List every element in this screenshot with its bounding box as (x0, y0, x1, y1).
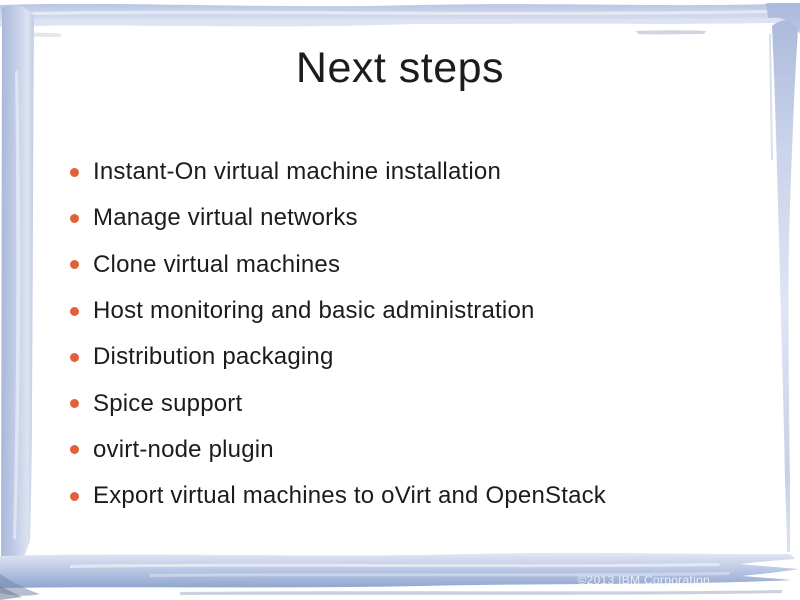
page-title: Next steps (295, 44, 505, 92)
list-item: Clone virtual machines (70, 242, 606, 288)
bullet-icon (70, 445, 79, 455)
bullet-text: Clone virtual machines (93, 250, 341, 278)
bullet-text: Manage virtual networks (93, 204, 358, 232)
list-item: Distribution packaging (70, 334, 606, 380)
bullet-icon (70, 491, 79, 501)
bullet-icon (70, 306, 79, 316)
bullet-icon (70, 260, 79, 270)
list-item: Host monitoring and basic administration (70, 288, 606, 334)
bullet-text: Host monitoring and basic administration (93, 297, 535, 325)
copyright-footer: ©2013 IBM Corporation (577, 573, 710, 587)
list-item: Spice support (70, 380, 606, 426)
bullet-icon (70, 352, 79, 362)
bullet-icon (70, 167, 79, 177)
bullet-text: ovirt-node plugin (93, 435, 274, 463)
bullet-text: Distribution packaging (93, 343, 334, 371)
list-item: Manage virtual networks (70, 195, 606, 241)
list-item: ovirt-node plugin (70, 427, 606, 473)
bullet-icon (70, 399, 79, 409)
bullet-icon (70, 213, 79, 223)
bullet-text: Instant-On virtual machine installation (93, 158, 501, 186)
bullet-text: Spice support (93, 389, 243, 417)
list-item: Export virtual machines to oVirt and Ope… (70, 473, 606, 519)
bullet-text: Export virtual machines to oVirt and Ope… (93, 482, 607, 510)
list-item: Instant-On virtual machine installation (70, 149, 606, 195)
